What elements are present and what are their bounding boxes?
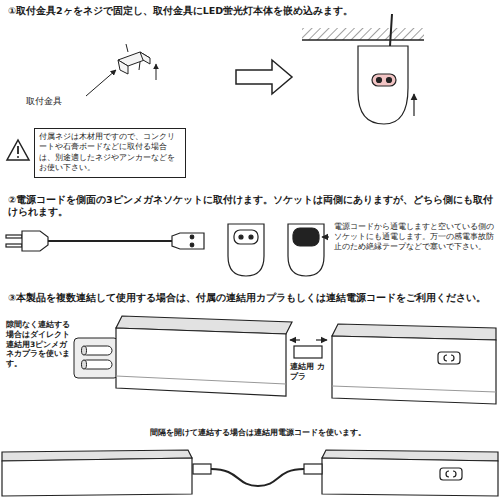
coupler-picture	[82, 346, 87, 355]
coupler-picture	[82, 346, 112, 355]
step-heading: ③本製品を複数連結して使用する場合は、付属の連結用カプラもしくは連結電源コードを…	[8, 292, 493, 304]
led-tube	[2, 458, 192, 496]
mounting-bracket	[126, 44, 128, 52]
warning-box: 付属ネジは木材用ですので、コンクリートや石膏ボードなどに取付る場合は、別途適した…	[34, 128, 186, 178]
fixture-end-cap	[390, 14, 392, 46]
socket-end-cap	[293, 228, 319, 246]
fixture-end-cap	[413, 94, 414, 116]
coupler	[290, 339, 300, 340]
step-heading: ②電源コードを側面の3ピンメガネソケットに取付けます。ソケットは両側にありますが…	[8, 194, 493, 219]
coupler	[316, 339, 327, 340]
note-text: 隙間なく連結する場合はダイレクト連結用3ピンメガネカプラを使います。	[6, 320, 72, 369]
ceiling	[302, 28, 424, 40]
led-tube	[322, 458, 498, 496]
coupler-picture	[82, 360, 87, 369]
coupler	[290, 340, 327, 358]
mounting-bracket	[118, 44, 150, 74]
leader-line	[86, 64, 156, 96]
link-cord	[304, 464, 322, 474]
power-cord	[190, 243, 194, 247]
led-tube	[116, 328, 286, 396]
link-cord	[193, 464, 322, 486]
socket-end-cap	[239, 235, 243, 239]
coupler-picture	[74, 338, 118, 378]
socket-end-cap	[288, 224, 324, 276]
power-cord	[190, 235, 194, 239]
led-tube	[438, 352, 460, 364]
power-cord	[22, 231, 48, 251]
socket-end-cap	[249, 235, 253, 239]
power-cord	[6, 244, 22, 247]
step-arrow	[236, 60, 292, 94]
warning-symbol	[17, 156, 19, 158]
socket-end-cap	[228, 224, 329, 276]
socket-end-cap	[234, 230, 258, 244]
coupler-picture	[74, 338, 118, 378]
fixture-end-cap	[358, 46, 408, 124]
led-tube	[444, 355, 447, 361]
part-name: 取付金具	[26, 96, 88, 108]
mounting-bracket	[118, 60, 128, 74]
power-cord	[48, 240, 172, 242]
mounting-bracket	[140, 52, 150, 64]
coupler-picture	[82, 360, 112, 369]
socket-end-cap	[322, 236, 329, 237]
fixture-end-cap	[387, 78, 392, 83]
part-name: 連結用 カプラ	[290, 362, 328, 382]
led-tube	[332, 386, 496, 392]
led-tube	[453, 471, 456, 477]
warning-symbol	[7, 140, 29, 160]
power-cord	[6, 231, 204, 251]
fixture-end-cap	[358, 14, 414, 124]
fixture-end-cap	[377, 78, 382, 83]
warning-symbol	[7, 140, 29, 160]
power-cord	[172, 233, 204, 249]
socket-end-cap	[228, 224, 264, 276]
mounting-bracket	[139, 62, 140, 70]
ceiling	[302, 28, 424, 40]
led-tube	[116, 376, 286, 384]
led-tube	[332, 336, 496, 404]
leader-line	[86, 70, 116, 96]
step-heading: ①取付金具2ヶをネジで固定し、取付金具にLED蛍光灯本体を嵌め込みます。	[8, 5, 493, 17]
warning-symbol	[17, 146, 19, 154]
fixture-end-cap	[372, 74, 396, 86]
note-text: 電源コードから通電しますと空いている側のソケットにも通電します。万一の感電事故防…	[334, 222, 496, 251]
led-tube	[451, 355, 454, 361]
coupler	[294, 346, 322, 358]
link-cord	[193, 464, 211, 474]
led-tube	[446, 471, 449, 477]
led-tube	[116, 316, 496, 404]
leader-line	[156, 64, 157, 80]
led-tube	[440, 468, 462, 480]
note-text: 間隔を開けて連結する場合は連結用電源コードを使います。	[150, 428, 470, 438]
box-text: 付属ネジは木材用ですので、コンクリートや石膏ボードなどに取付る場合は、別途適した…	[39, 132, 181, 174]
ceiling	[302, 39, 424, 41]
led-tube	[2, 450, 498, 496]
link-cord	[211, 469, 304, 486]
power-cord	[6, 235, 22, 238]
